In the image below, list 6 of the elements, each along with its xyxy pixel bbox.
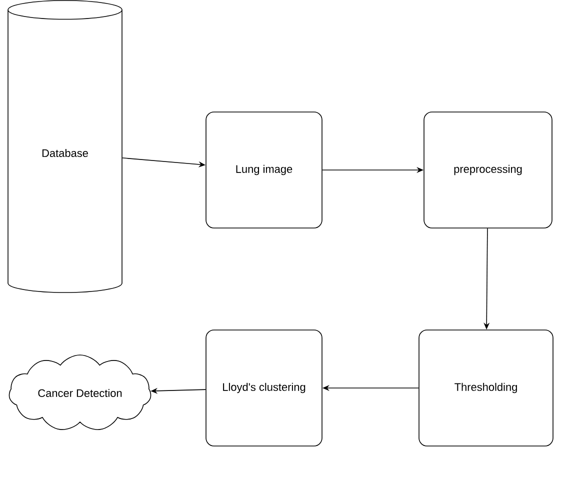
process-box: Lung image: [206, 112, 322, 228]
process-box: Thresholding: [418, 330, 554, 446]
database-cylinder: Database: [8, 0, 122, 293]
process-box: Lloyd's clustering: [206, 330, 322, 446]
process-box: preprocessing: [424, 112, 552, 228]
result-cloud: Cancer Detection: [8, 354, 152, 430]
